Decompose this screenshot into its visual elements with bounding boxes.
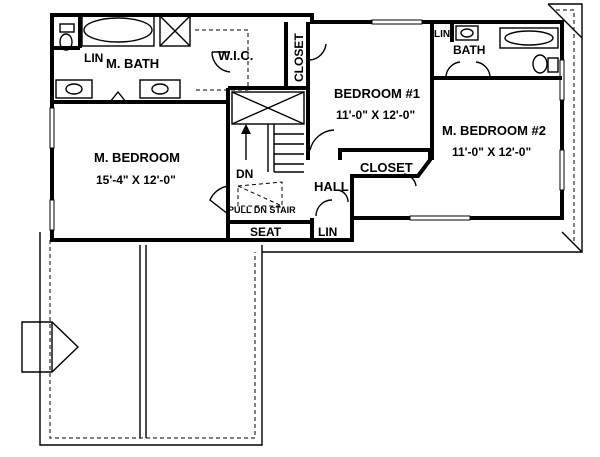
label-bath: BATH: [453, 43, 485, 57]
exterior-walls: [50, 13, 564, 242]
label-seat: SEAT: [250, 225, 282, 239]
room-labels: LIN M. BATH W.I.C. CLOSET BEDROOM #1 11'…: [84, 29, 546, 239]
bath-sink: [455, 25, 479, 41]
label-lin-bottom: LIN: [318, 225, 337, 239]
label-bedroom1: BEDROOM #1: [334, 86, 420, 101]
label-master-bedroom2: M. BEDROOM #2: [442, 123, 546, 138]
label-pull-dn-stair: PULL DN STAIR: [228, 205, 296, 215]
shower: [159, 15, 191, 47]
interior-walls: [52, 15, 562, 240]
doors: [109, 43, 491, 217]
bay-roof: [21, 321, 80, 373]
stairs: [231, 91, 305, 207]
toilet-icon: [59, 33, 73, 51]
label-lin-small: LIN: [434, 29, 450, 40]
bath-tub-2: [499, 27, 559, 49]
roof-outline: [21, 3, 583, 446]
label-dn: DN: [236, 167, 253, 181]
bathtub: [83, 17, 153, 43]
label-hall: HALL: [314, 179, 349, 194]
vanity-right: [139, 79, 181, 99]
label-wic: W.I.C.: [218, 48, 253, 63]
label-master-bedroom2-dims: 11'-0" X 12'-0": [452, 145, 531, 159]
toilet-icon-2: [532, 54, 548, 74]
label-lin-top: LIN: [84, 51, 103, 65]
label-closet: CLOSET: [360, 160, 413, 175]
label-master-bedroom: M. BEDROOM: [94, 150, 180, 165]
label-bedroom1-dims: 11'-0" X 12'-0": [336, 108, 415, 122]
vanity-left: [55, 79, 93, 99]
label-master-bath: M. BATH: [106, 56, 159, 71]
label-master-bedroom-dims: 15'-4" X 12'-0": [96, 173, 176, 187]
fixtures: [55, 15, 559, 99]
label-closet-vertical: CLOSET: [292, 33, 306, 82]
